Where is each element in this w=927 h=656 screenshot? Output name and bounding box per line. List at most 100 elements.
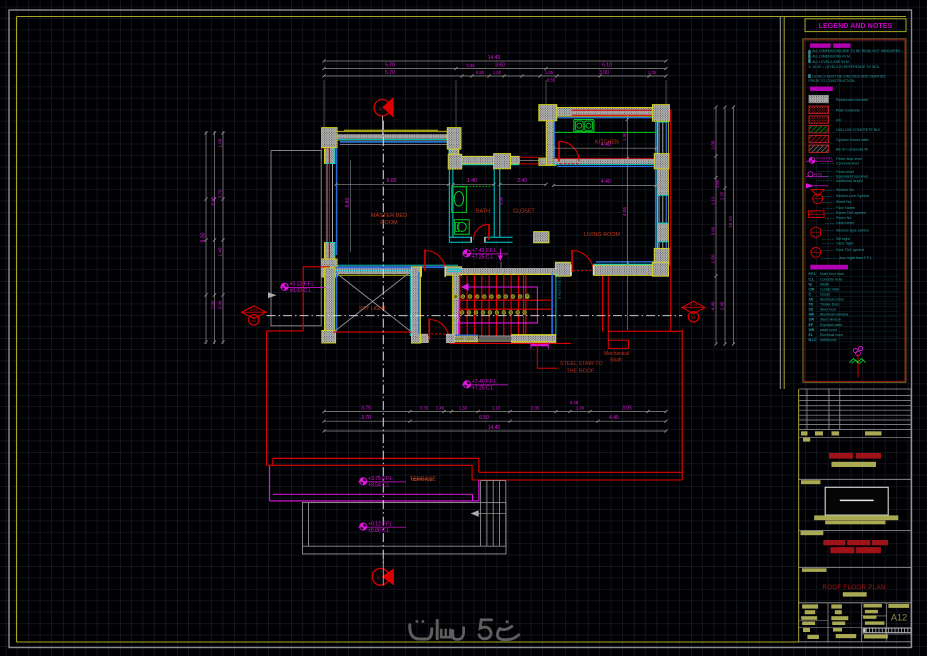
svg-text:4.06: 4.06 bbox=[622, 207, 627, 216]
svg-text:1. ALL DIMENSIONS ARE TO BE RE: 1. ALL DIMENSIONS ARE TO BE READ NOT MEA… bbox=[809, 49, 904, 53]
svg-text:2.05: 2.05 bbox=[211, 300, 216, 309]
svg-text:D: D bbox=[814, 249, 817, 253]
svg-text:Finish floor level: Finish floor level bbox=[836, 157, 862, 161]
svg-text:Curtain Wall: Curtain Wall bbox=[820, 287, 839, 291]
svg-text:B-XX: B-XX bbox=[690, 304, 698, 308]
svg-text:Aluminum window: Aluminum window bbox=[820, 313, 849, 317]
svg-text:Section-Line-Symbol: Section-Line-Symbol bbox=[836, 194, 869, 198]
svg-text:B: B bbox=[379, 106, 382, 111]
svg-text:KITCHEN: KITCHEN bbox=[595, 139, 619, 145]
svg-text:±0.00 C.L: ±0.00 C.L bbox=[368, 528, 390, 534]
svg-text:wash room: wash room bbox=[820, 328, 837, 332]
svg-text:10.10: 10.10 bbox=[728, 216, 733, 228]
svg-text:+0.12 F.F.L: +0.12 F.F.L bbox=[368, 521, 393, 527]
svg-text:Clear hight: Clear hight bbox=[836, 242, 853, 246]
svg-text:1.05: 1.05 bbox=[648, 70, 657, 75]
svg-text:±0.00 C.L: ±0.00 C.L bbox=[290, 288, 312, 294]
svg-text:Gypsum Board walls: Gypsum Board walls bbox=[836, 138, 869, 142]
svg-text:EL: EL bbox=[809, 333, 814, 337]
svg-text:TERRACE: TERRACE bbox=[410, 477, 436, 483]
svg-text:WR: WR bbox=[809, 328, 815, 332]
svg-text:STEEL STAIR TO: STEEL STAIR TO bbox=[560, 361, 603, 367]
svg-text:Timber Door: Timber Door bbox=[820, 303, 840, 307]
svg-text:ROOM: ROOM bbox=[380, 220, 398, 226]
svg-text:Mechanical: Mechanical bbox=[604, 351, 629, 357]
svg-text:2.40: 2.40 bbox=[720, 301, 725, 310]
svg-text:1.40: 1.40 bbox=[576, 405, 585, 410]
svg-text:C.L: C.L bbox=[809, 277, 816, 281]
svg-text:1.05: 1.05 bbox=[545, 70, 554, 75]
svg-text:LIVING ROOM: LIVING ROOM bbox=[584, 232, 620, 238]
svg-text:0.35: 0.35 bbox=[420, 405, 429, 410]
svg-text:Blk W Composite fill: Blk W Composite fill bbox=[836, 148, 868, 152]
svg-text:C: C bbox=[809, 292, 812, 296]
svg-text:W.: W. bbox=[809, 282, 813, 286]
svg-text:3. ALL LEVELS ARE IN M.: 3. ALL LEVELS ARE IN M. bbox=[809, 60, 850, 64]
svg-text:N.I.C: N.I.C bbox=[809, 338, 817, 342]
svg-text:14.40: 14.40 bbox=[488, 55, 501, 61]
svg-text:CLOSET: CLOSET bbox=[513, 209, 535, 215]
svg-text:3.00: 3.00 bbox=[599, 70, 609, 76]
svg-text:Floor Name: Floor Name bbox=[836, 206, 855, 210]
svg-text:BATH: BATH bbox=[476, 209, 490, 215]
svg-text:Concrete level: Concrete level bbox=[820, 277, 843, 281]
svg-text:TERRACE: TERRACE bbox=[410, 477, 433, 483]
svg-text:SD: SD bbox=[809, 308, 814, 312]
svg-text:Steel Door: Steel Door bbox=[820, 308, 837, 312]
svg-text:2.40: 2.40 bbox=[517, 178, 527, 184]
svg-text:+7.25 C.L: +7.25 C.L bbox=[472, 255, 494, 261]
svg-text:Finish level: Finish level bbox=[836, 170, 854, 174]
svg-text:6.00: 6.00 bbox=[387, 178, 397, 184]
svg-text:2.05: 2.05 bbox=[711, 140, 716, 149]
svg-text:1.90: 1.90 bbox=[622, 132, 627, 141]
svg-text:4. ±0.00 = LEVELS IN REFERENCE: 4. ±0.00 = LEVELS IN REFERENCE TO SEA bbox=[809, 65, 880, 69]
svg-text:bathrooms: bathrooms bbox=[820, 338, 837, 342]
svg-text:door hight from F.F.L: door hight from F.F.L bbox=[839, 256, 872, 260]
svg-text:Electrical room: Electrical room bbox=[820, 333, 843, 337]
svg-text:3.05: 3.05 bbox=[622, 405, 632, 411]
svg-text:5.10: 5.10 bbox=[602, 63, 612, 69]
svg-text:1.40: 1.40 bbox=[467, 178, 477, 184]
svg-text:1.40: 1.40 bbox=[218, 247, 223, 256]
svg-text:+0.00: +0.00 bbox=[814, 173, 823, 177]
svg-text:Additional height: Additional height bbox=[836, 179, 863, 183]
svg-text:4.40: 4.40 bbox=[601, 179, 611, 185]
svg-text:Shaft: Shaft bbox=[610, 358, 622, 364]
svg-text:0.55: 0.55 bbox=[547, 78, 556, 83]
svg-text:Section No.: Section No. bbox=[836, 188, 855, 192]
svg-text:Concrete level: Concrete level bbox=[836, 162, 859, 166]
svg-text:Reinforced concrete: Reinforced concrete bbox=[836, 98, 868, 102]
svg-text:5.70: 5.70 bbox=[385, 70, 395, 76]
svg-text:1.40: 1.40 bbox=[436, 405, 445, 410]
svg-text:Plain Concrete: Plain Concrete bbox=[836, 109, 860, 113]
svg-text:0.45: 0.45 bbox=[570, 400, 579, 405]
svg-text:+7.40 F.F.L: +7.40 F.F.L bbox=[472, 379, 497, 385]
svg-text:Sheet No.: Sheet No. bbox=[836, 200, 852, 204]
svg-text:Exposed paint: Exposed paint bbox=[820, 323, 842, 327]
svg-text:CW: CW bbox=[809, 287, 816, 291]
svg-text:finish floor level: finish floor level bbox=[820, 272, 844, 276]
svg-text:EP: EP bbox=[809, 323, 814, 327]
svg-text:LEGEND AND NOTES: LEGEND AND NOTES bbox=[819, 23, 893, 30]
svg-text:3.75: 3.75 bbox=[361, 405, 371, 411]
svg-text:TD: TD bbox=[809, 303, 814, 307]
svg-text:+3.54 C.L: +3.54 C.L bbox=[368, 483, 390, 489]
svg-text:1.50: 1.50 bbox=[493, 70, 502, 75]
svg-text:3.00: 3.00 bbox=[218, 300, 223, 309]
svg-text:5. LEVELS MUST BE CHECKED AND: 5. LEVELS MUST BE CHECKED AND VERIFIED bbox=[809, 75, 886, 79]
svg-text:Sill hight: Sill hight bbox=[836, 237, 850, 241]
svg-text:+0.00 F.F.L: +0.00 F.F.L bbox=[817, 157, 834, 161]
svg-text:Room No.: Room No. bbox=[836, 216, 852, 220]
svg-text:1.10: 1.10 bbox=[492, 405, 501, 410]
svg-text:ROOF FLOOR PLAN: ROOF FLOOR PLAN bbox=[822, 584, 885, 591]
svg-text:AW: AW bbox=[809, 313, 815, 317]
svg-text:14.40: 14.40 bbox=[488, 425, 501, 431]
svg-text:THE ROOF: THE ROOF bbox=[567, 368, 596, 374]
svg-text:HOLLOW CONCRETE BLK: HOLLOW CONCRETE BLK bbox=[836, 128, 881, 132]
svg-text:+7.25 C.L: +7.25 C.L bbox=[472, 386, 494, 392]
svg-text:MASTER BED: MASTER BED bbox=[371, 213, 407, 219]
svg-text:4.45: 4.45 bbox=[609, 415, 619, 421]
svg-text:2.35: 2.35 bbox=[720, 191, 725, 200]
svg-text:0.80: 0.80 bbox=[711, 226, 716, 235]
svg-text:1.30: 1.30 bbox=[459, 405, 468, 410]
